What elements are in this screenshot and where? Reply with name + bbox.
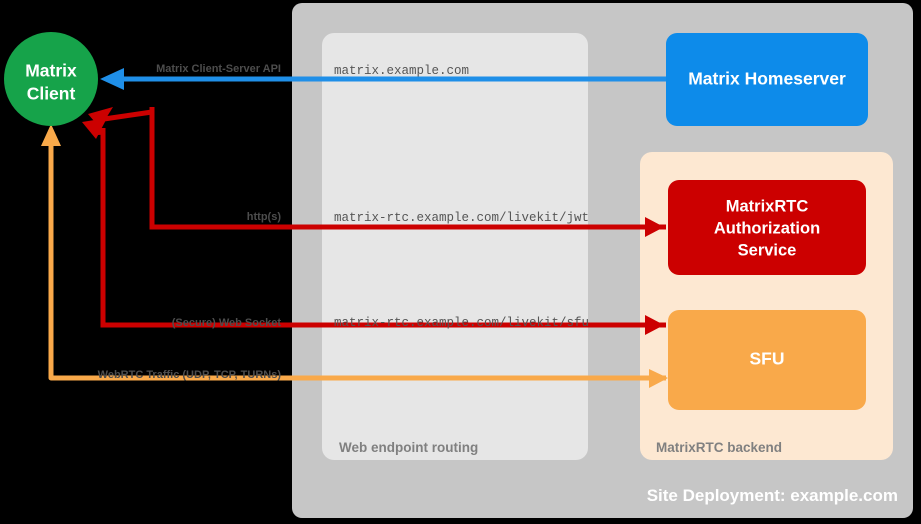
edge-label-https: http(s)	[247, 211, 282, 223]
container-label-site-deployment: Site Deployment: example.com	[647, 486, 898, 505]
edge-secure-websocket-sfu	[82, 118, 666, 335]
edge-label-webrtc-traffic: WebRTC Traffic (UDP, TCP, TURNs)	[98, 369, 282, 381]
node-auth-label-line-1: MatrixRTC	[726, 197, 809, 215]
container-label-web-endpoint-routing: Web endpoint routing	[339, 440, 478, 455]
node-matrixrtc-authorization-service[interactable]: MatrixRTC Authorization Service	[668, 180, 866, 275]
edge-label-matrix-client-server-api: Matrix Client-Server API	[156, 63, 281, 75]
endpoint-label-matrix-example-com: matrix.example.com	[334, 64, 469, 78]
endpoint-label-livekit-sfu: matrix-rtc.example.com/livekit/sfu	[334, 316, 589, 330]
node-auth-label-line-2: Authorization	[714, 219, 820, 237]
node-auth-label-line-3: Service	[738, 241, 797, 259]
edge-matrix-client-server-api	[100, 68, 666, 90]
node-sfu[interactable]: SFU	[668, 310, 866, 410]
node-matrix-client[interactable]: Matrix Client	[4, 32, 98, 126]
edge-webrtc-traffic	[41, 124, 668, 388]
node-matrix-client-label-line-2: Client	[27, 84, 76, 104]
node-matrix-client-label-line-1: Matrix	[25, 61, 77, 81]
edge-https-jwt	[88, 107, 666, 237]
container-label-matrixrtc-backend: MatrixRTC backend	[656, 440, 782, 455]
edge-label-secure-websocket: (Secure) Web Socket	[172, 317, 282, 329]
node-sfu-label: SFU	[750, 349, 785, 369]
node-matrix-homeserver-label: Matrix Homeserver	[688, 69, 846, 89]
node-matrix-homeserver[interactable]: Matrix Homeserver	[666, 33, 868, 126]
endpoint-label-livekit-jwt: matrix-rtc.example.com/livekit/jwt	[334, 211, 589, 225]
container-web-endpoint-routing	[322, 33, 588, 460]
